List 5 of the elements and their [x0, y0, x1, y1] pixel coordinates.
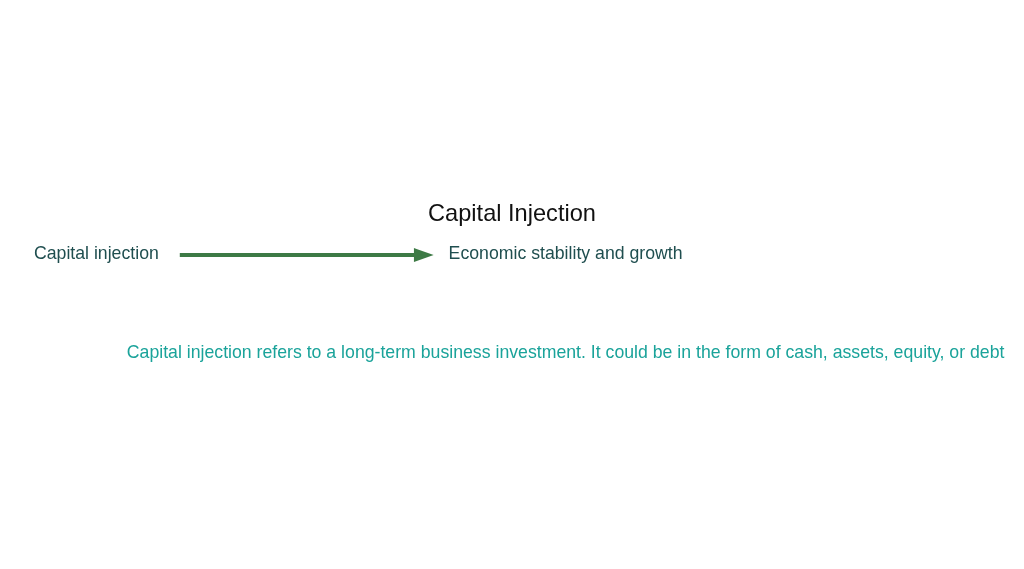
diagram-title: Capital Injection	[428, 199, 596, 226]
arrow	[179, 248, 434, 262]
caption: Capital injection refers to a long-term business investment. It could be in the form of cash, assets, equity, or debt	[126, 341, 1005, 362]
node-text: Capital injection	[33, 243, 159, 264]
node-text: Economic stability and growth	[448, 243, 683, 264]
